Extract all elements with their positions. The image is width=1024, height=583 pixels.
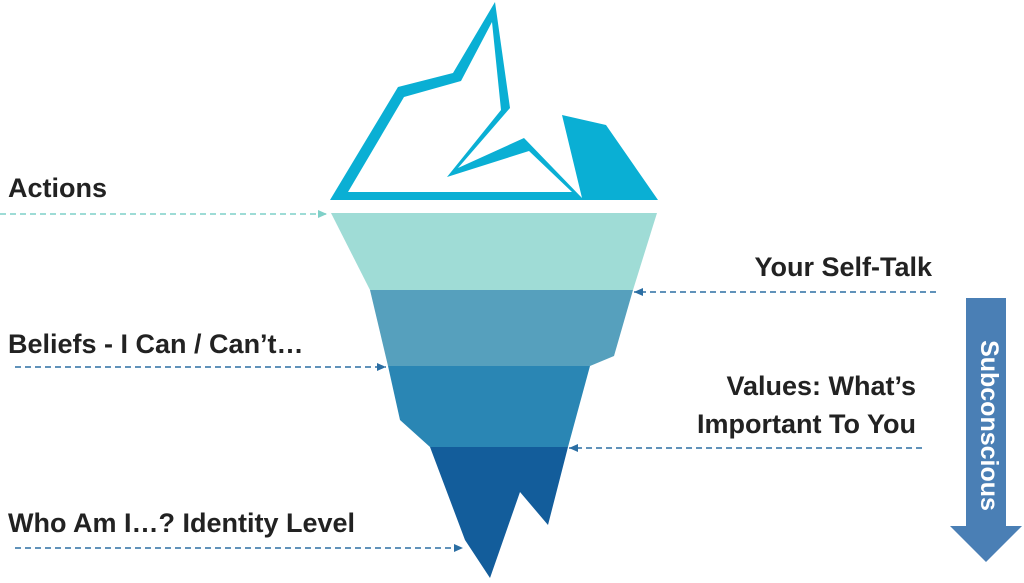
subconscious-arrow <box>950 298 1022 562</box>
label-values-line2: Important To You <box>697 409 916 439</box>
layer-self-talk <box>370 290 633 366</box>
label-actions: Actions <box>8 173 108 203</box>
subconscious-label: Subconscious <box>974 339 1003 511</box>
layer-identity <box>430 447 568 578</box>
label-values: Values: What’s Important To You <box>697 367 916 443</box>
label-values-line1: Values: What’s <box>726 371 916 401</box>
label-self-talk: Your Self-Talk <box>754 252 932 282</box>
layer-beliefs <box>388 366 590 447</box>
label-identity: Who Am I…? Identity Level <box>8 508 356 538</box>
subconscious-label-box: Subconscious <box>968 340 1008 511</box>
layer-actions <box>331 213 657 290</box>
label-beliefs: Beliefs - I Can / Can’t… <box>8 329 304 359</box>
iceberg-tip <box>330 2 658 200</box>
